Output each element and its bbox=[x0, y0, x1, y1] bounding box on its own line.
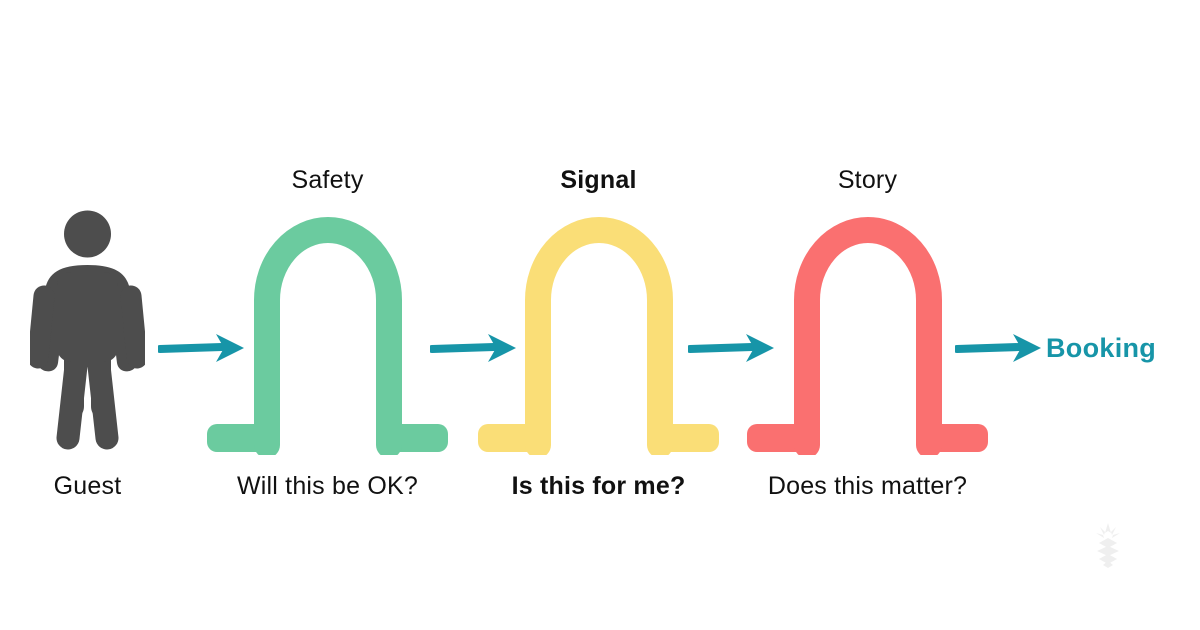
gate-question-story: Does this matter? bbox=[767, 472, 968, 500]
booking-label: Booking bbox=[1046, 333, 1157, 363]
arrow-right-icon bbox=[158, 334, 244, 362]
gate-title-story: Story bbox=[837, 166, 898, 194]
gate-title-safety: Safety bbox=[291, 166, 364, 194]
arrow-right-icon bbox=[688, 334, 774, 362]
gate-arch-shape-safety bbox=[207, 217, 448, 455]
guest-label: Guest bbox=[53, 472, 122, 500]
arrow-right-icon bbox=[430, 334, 516, 362]
gate-arch-shape-story bbox=[747, 217, 988, 455]
gate-story[interactable]: Story Does this matter? bbox=[745, 0, 990, 630]
gate-title-signal: Signal bbox=[560, 166, 637, 194]
pineapple-logo-icon bbox=[1096, 523, 1120, 568]
gate-safety[interactable]: Safety Will this be OK? bbox=[205, 0, 450, 630]
gate-question-signal: Is this for me? bbox=[511, 472, 686, 500]
arrow-right-icon bbox=[955, 334, 1041, 362]
gate-arch-shape-signal bbox=[478, 217, 719, 455]
gate-question-safety: Will this be OK? bbox=[236, 472, 419, 500]
gate-signal[interactable]: Signal Is this for me? bbox=[476, 0, 721, 630]
person-standing-icon bbox=[30, 210, 145, 450]
